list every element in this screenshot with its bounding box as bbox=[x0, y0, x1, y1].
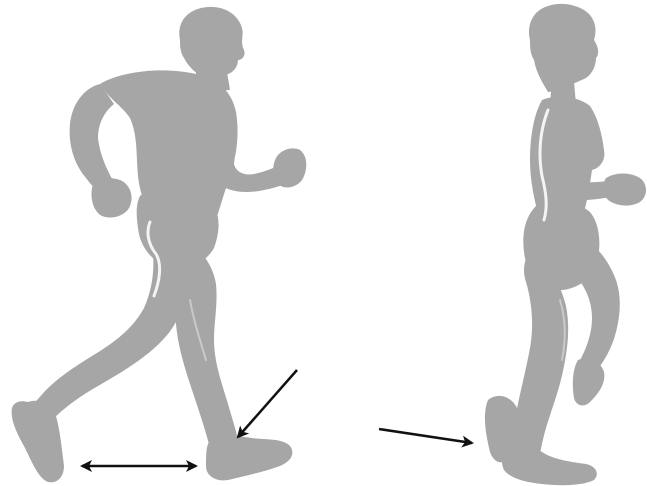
male-front-leg bbox=[168, 238, 238, 448]
forefoot-strike-arrow bbox=[379, 429, 472, 443]
male-back-leg bbox=[30, 234, 188, 420]
heel-strike-arrow bbox=[238, 370, 297, 437]
female-back-foot bbox=[573, 359, 605, 406]
male-front-fist bbox=[273, 148, 306, 187]
male-front-arm bbox=[211, 112, 286, 192]
female-back-leg bbox=[560, 230, 620, 374]
male-front-foot bbox=[206, 436, 292, 480]
male-rear-arm bbox=[70, 84, 116, 192]
male-rear-fist bbox=[91, 178, 131, 217]
female-hand bbox=[603, 174, 646, 206]
female-front-foot bbox=[502, 443, 597, 485]
female-head bbox=[529, 4, 598, 92]
female-runner-silhouette bbox=[485, 4, 646, 485]
